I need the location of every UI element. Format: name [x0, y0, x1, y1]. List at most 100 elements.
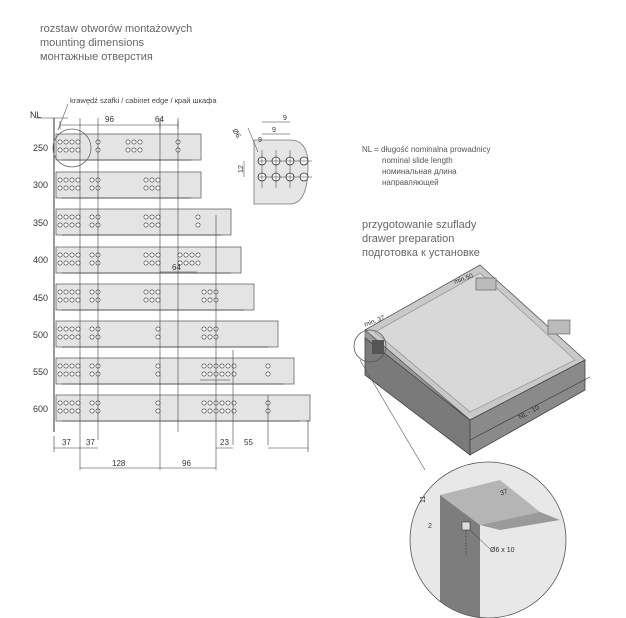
mounting-hole	[225, 400, 231, 406]
mounting-hole	[201, 334, 207, 340]
dim-37-b: 37	[86, 438, 95, 447]
mounting-hole	[89, 222, 95, 228]
mounting-hole	[183, 260, 189, 266]
mounting-hole	[149, 177, 155, 183]
nl-legend-pl: NL = długość nominalna prowadnicy	[362, 145, 491, 154]
mounting-hole	[231, 408, 237, 414]
mounting-hole	[231, 400, 237, 406]
dim-9-b: 9	[272, 127, 276, 134]
mounting-hole	[75, 185, 81, 191]
mounting-hole	[69, 222, 75, 228]
mounting-hole	[149, 222, 155, 228]
mounting-hole	[75, 289, 81, 295]
mounting-hole	[89, 214, 95, 220]
mounting-hole	[177, 252, 183, 258]
prep-pl: przygotowanie szuflady	[362, 219, 477, 231]
zoom-dim-11: 11	[420, 496, 427, 503]
mounting-hole	[201, 326, 207, 332]
mounting-hole	[69, 371, 75, 377]
slide-rail	[55, 171, 202, 199]
mounting-hole	[63, 222, 69, 228]
detail-callout-circle	[52, 128, 92, 168]
mounting-hole	[125, 147, 131, 153]
mounting-hole	[201, 371, 207, 377]
mounting-hole	[143, 252, 149, 258]
mounting-hole	[183, 252, 189, 258]
mounting-hole	[63, 334, 69, 340]
mounting-hole	[63, 139, 69, 145]
mounting-hole	[207, 363, 213, 369]
row-label-250: 250	[33, 143, 49, 153]
mounting-hole	[75, 363, 81, 369]
mounting-hole	[195, 214, 201, 220]
mounting-hole	[75, 147, 81, 153]
mounting-hole	[89, 371, 95, 377]
mounting-hole	[149, 185, 155, 191]
slide-rail	[55, 357, 295, 385]
mounting-hole	[149, 260, 155, 266]
mounting-hole	[155, 326, 161, 332]
zoom-detail: 37 11 2 Ø6 x 10	[409, 461, 567, 618]
mounting-hole	[155, 222, 161, 228]
mounting-hole	[69, 334, 75, 340]
mounting-hole	[155, 252, 161, 258]
mounting-hole	[89, 326, 95, 332]
nl-legend-en: nominal slide length	[382, 156, 453, 165]
nl-legend: NL = długość nominalna prowadnicy nomina…	[362, 144, 490, 188]
mounting-hole	[201, 289, 207, 295]
mounting-hole	[63, 371, 69, 377]
mounting-hole	[207, 408, 213, 414]
mounting-hole	[137, 147, 143, 153]
mounting-hole	[201, 363, 207, 369]
slide-rail	[55, 246, 242, 274]
mounting-hole	[131, 139, 137, 145]
top-dimensions: 96 64	[59, 115, 179, 129]
slide-rail	[55, 133, 202, 161]
mounting-hole	[69, 408, 75, 414]
dim-96-top: 96	[105, 115, 114, 124]
mounting-hole	[75, 252, 81, 258]
mounting-hole	[149, 214, 155, 220]
dim-96-bottom: 96	[182, 459, 191, 468]
dim-37-a: 37	[62, 438, 71, 447]
mounting-hole	[75, 334, 81, 340]
mounting-hole	[201, 408, 207, 414]
mounting-hole	[75, 214, 81, 220]
mounting-hole	[69, 326, 75, 332]
mounting-hole	[155, 408, 161, 414]
row-label-300: 300	[33, 180, 49, 190]
mounting-hole	[57, 185, 63, 191]
mounting-hole	[75, 400, 81, 406]
mounting-hole	[231, 363, 237, 369]
mounting-hole	[89, 252, 95, 258]
mounting-hole	[155, 260, 161, 266]
mounting-hole	[155, 334, 161, 340]
nl-legend-ru2: направляющей	[382, 178, 439, 187]
mounting-hole	[57, 214, 63, 220]
mounting-hole	[57, 334, 63, 340]
mounting-hole	[219, 363, 225, 369]
dim-23: 23	[220, 438, 229, 447]
mounting-hole	[69, 147, 75, 153]
mounting-hole	[63, 214, 69, 220]
nl-legend-ru1: номинальная длина	[382, 167, 457, 176]
cabinet-edge-label: krawędź szafki / cabinet edge / край шка…	[70, 96, 217, 105]
row-label-600: 600	[33, 404, 49, 414]
row-label-500: 500	[33, 330, 49, 340]
dim-64-mid: 64	[172, 263, 181, 272]
mounting-hole	[89, 289, 95, 295]
mounting-hole	[63, 177, 69, 183]
mounting-hole	[57, 222, 63, 228]
zoom-dim-37: 37	[499, 488, 509, 497]
drawer-3d-view: NL - 10 min.50 min. 37	[353, 264, 591, 471]
mounting-hole	[57, 139, 63, 145]
mounting-hole	[89, 400, 95, 406]
bottom-dimensions: 37 37 23 55 128 96	[53, 420, 309, 469]
mounting-hole	[69, 177, 75, 183]
mounting-hole	[143, 214, 149, 220]
slide-rail	[55, 283, 255, 311]
mounting-hole	[195, 260, 201, 266]
mounting-hole	[155, 400, 161, 406]
mounting-hole	[69, 363, 75, 369]
